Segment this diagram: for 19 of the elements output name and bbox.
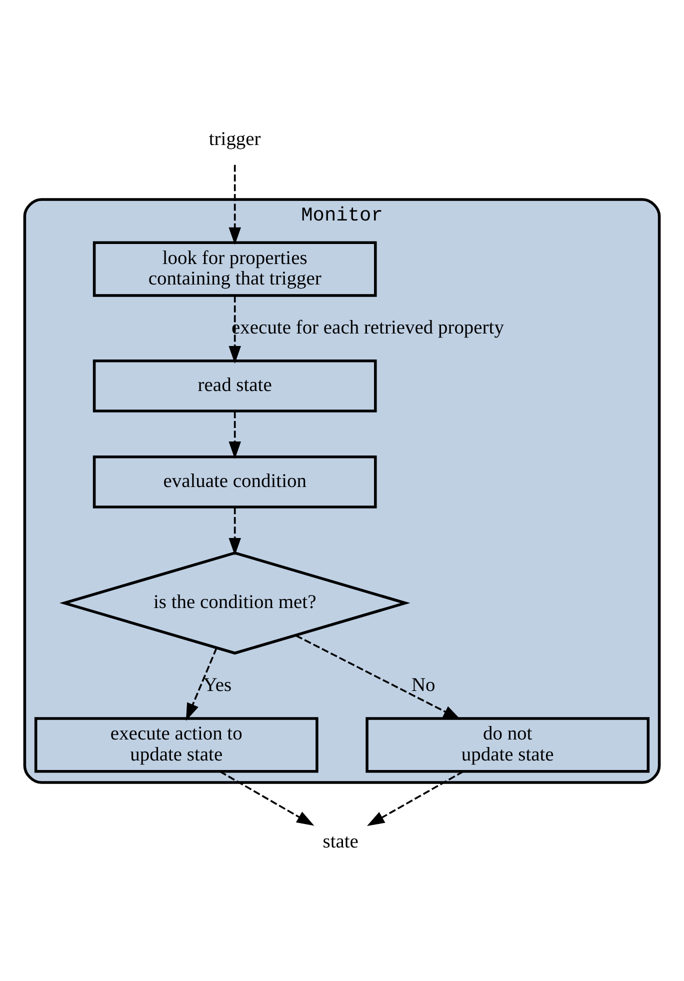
- node-box: execute action to update state: [34, 716, 318, 772]
- node-text: state: [322, 831, 358, 852]
- arrow: [228, 164, 241, 244]
- edge-label: Yes: [203, 674, 232, 696]
- node-box: do not update state: [366, 716, 650, 772]
- arrow: [228, 295, 241, 364]
- arrow: [220, 770, 314, 826]
- arrow: [296, 634, 461, 720]
- node-box: look for properties containing that trigger: [92, 240, 377, 296]
- edge-label: execute for each retrieved property: [232, 316, 504, 338]
- node-box: read state: [92, 359, 377, 412]
- edge-label: No: [412, 674, 436, 696]
- arrow: [366, 770, 464, 826]
- node-box: evaluate condition: [92, 455, 377, 508]
- node-diamond: is the condition met?: [59, 550, 410, 654]
- arrow: [186, 647, 218, 720]
- arrow: [228, 506, 241, 556]
- arrow: [228, 410, 241, 459]
- node-text: trigger: [208, 128, 261, 150]
